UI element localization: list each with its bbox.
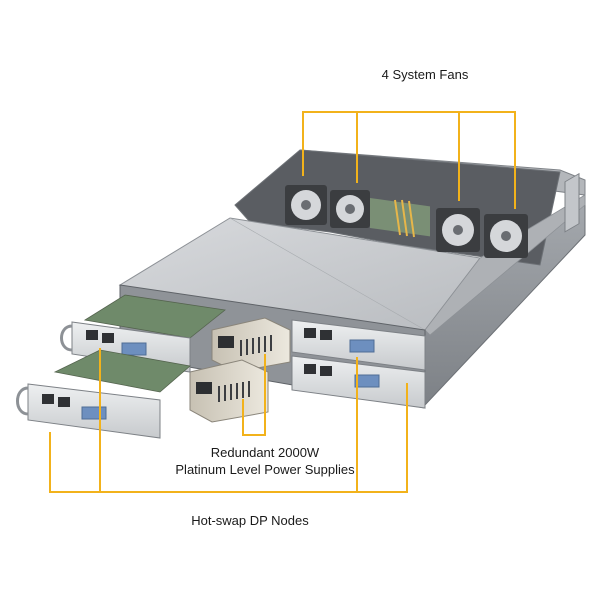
fan-1 (285, 185, 327, 225)
fan-4 (484, 214, 528, 258)
power-cables (394, 199, 415, 238)
fan-2 (330, 190, 370, 228)
node-upper-left (60, 294, 226, 373)
psu-lower (189, 359, 269, 423)
fans-callout-line (302, 111, 516, 209)
fans (285, 185, 528, 258)
cover-seam (229, 217, 426, 331)
node-upper-right (291, 319, 426, 371)
psu-callout-label: Redundant 2000W Platinum Level Power Sup… (160, 444, 370, 478)
fan-3 (436, 208, 480, 252)
psu-callout-line-1: Redundant 2000W (210, 445, 320, 460)
psu-callout-line-2: Platinum Level Power Supplies (175, 462, 355, 477)
power-supplies (189, 317, 291, 423)
fans-callout-label: 4 System Fans (381, 67, 469, 82)
nodes (16, 294, 426, 439)
midplane-board (370, 198, 430, 237)
psu-upper (211, 317, 291, 373)
node-lower-right (291, 355, 426, 409)
rack-ear (564, 172, 580, 233)
nodes-callout-label: Hot-swap DP Nodes (191, 513, 309, 528)
callout-lines (49, 111, 516, 493)
nodes-callout-line (49, 348, 408, 493)
node-lower-left (16, 349, 191, 439)
chassis-right-deck (424, 194, 586, 336)
psu-callout-line (242, 354, 266, 436)
